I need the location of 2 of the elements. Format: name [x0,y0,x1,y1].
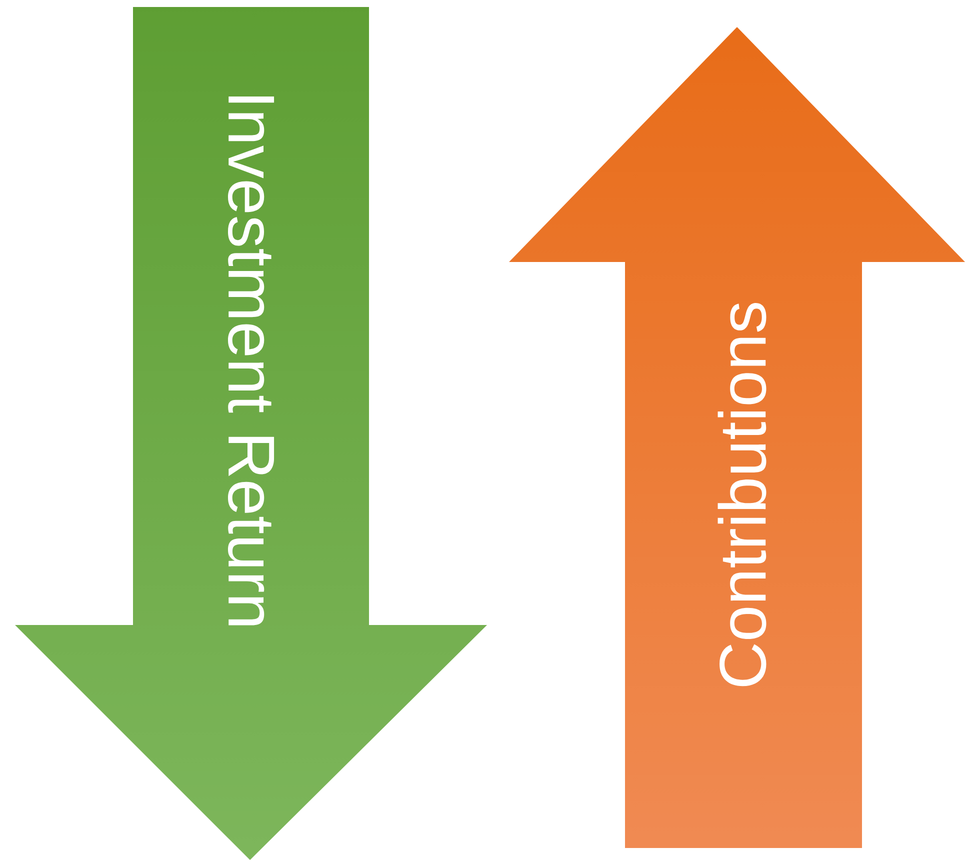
block-arrow: Contributions [718,303,766,686]
block-arrow: Investment Return [228,96,274,626]
